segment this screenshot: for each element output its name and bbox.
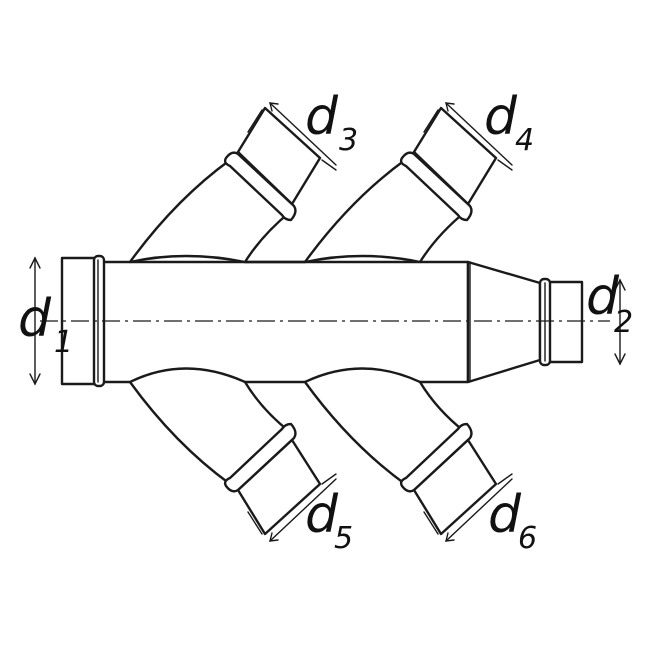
label-d3-main: d bbox=[305, 87, 339, 147]
label-d6: d 6 bbox=[488, 485, 537, 556]
label-d3-sub: 3 bbox=[339, 123, 358, 158]
dimension-d5 bbox=[247, 473, 337, 542]
label-d2: d 2 bbox=[586, 267, 633, 340]
label-d5-sub: 5 bbox=[334, 521, 353, 556]
label-d6-main: d bbox=[488, 485, 522, 545]
label-d5: d 5 bbox=[305, 485, 353, 556]
dimension-d2 bbox=[614, 278, 626, 366]
dimension-d4 bbox=[423, 102, 513, 171]
outlet-collar-d2 bbox=[538, 277, 584, 367]
label-d2-main: d bbox=[586, 267, 620, 327]
main-trunk bbox=[100, 260, 470, 384]
branch-d4 bbox=[303, 106, 498, 264]
branch-d3 bbox=[128, 106, 322, 264]
dimension-d1 bbox=[29, 256, 41, 386]
label-d6-sub: 6 bbox=[518, 521, 537, 556]
branch-d6 bbox=[303, 367, 498, 536]
label-d2-sub: 2 bbox=[614, 305, 633, 340]
dimension-d6 bbox=[423, 473, 513, 542]
label-d1-sub: 1 bbox=[54, 325, 73, 360]
label-d5-main: d bbox=[305, 485, 339, 545]
branch-d5 bbox=[128, 367, 322, 536]
label-d4-sub: 4 bbox=[515, 123, 534, 158]
label-d4-main: d bbox=[484, 87, 518, 147]
label-d4: d 4 bbox=[484, 87, 534, 158]
label-d3: d 3 bbox=[305, 87, 358, 158]
reducer-d2 bbox=[466, 260, 542, 384]
label-d1: d 1 bbox=[18, 289, 73, 360]
dimension-d3 bbox=[247, 102, 337, 171]
label-d1-main: d bbox=[18, 289, 52, 349]
